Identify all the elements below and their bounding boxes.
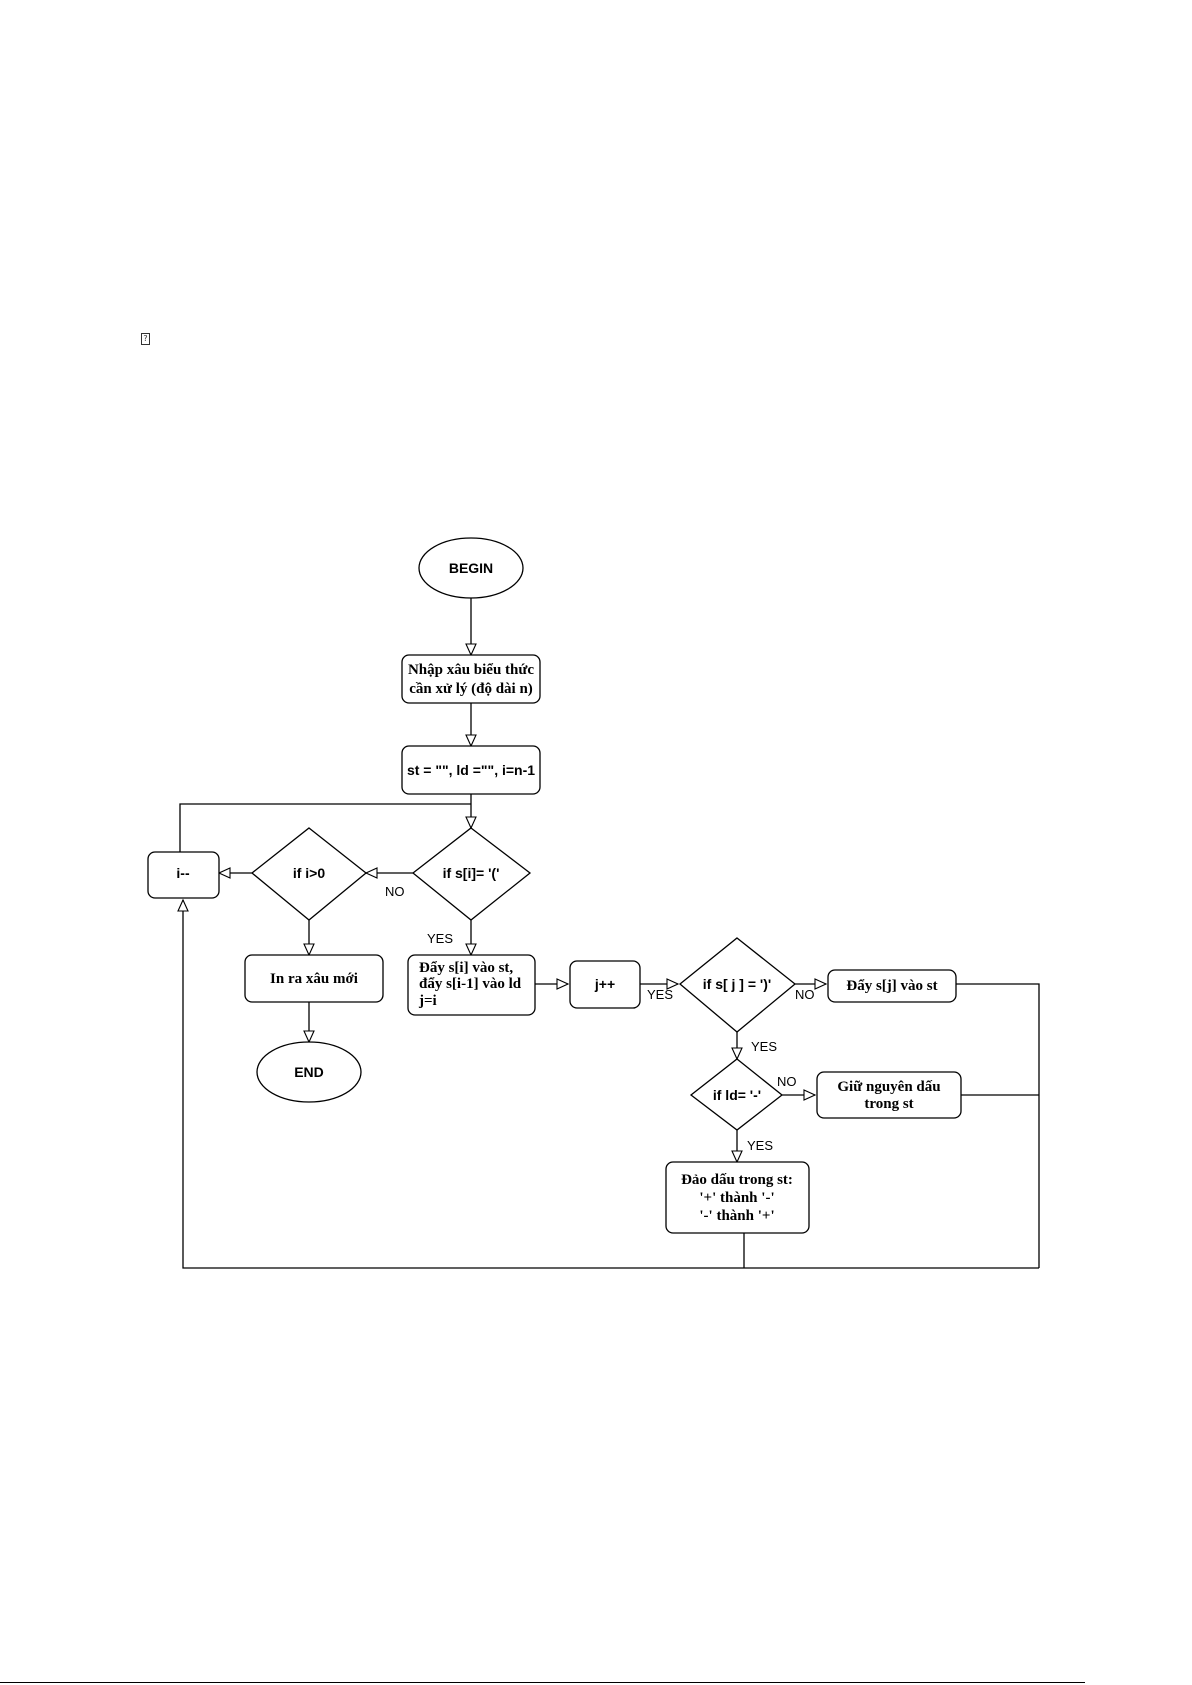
input-line-1: Nhập xâu biểu thức: [408, 662, 534, 678]
label-yes-ld: YES: [747, 1138, 773, 1153]
end-label: END: [294, 1064, 324, 1080]
dec-i-label: i--: [176, 865, 190, 881]
input-line-2: cần xử lý (độ dài n): [409, 681, 533, 697]
push-line-1: Đẩy s[i] vào st,: [419, 960, 513, 976]
keep-line-1: Giữ nguyên dấu: [837, 1079, 940, 1095]
label-yes-close-down: YES: [751, 1039, 777, 1054]
label-yes-close: YES: [647, 987, 673, 1002]
label-no-close: NO: [795, 987, 815, 1002]
cond-open-label: if s[i]= '(': [443, 865, 500, 881]
keep-line-2: trong st: [864, 1096, 913, 1112]
push-line-2: đẩy s[i-1] vào ld: [419, 976, 522, 992]
edge-pushj-bus: [956, 984, 1039, 1268]
begin-label: BEGIN: [449, 560, 493, 576]
flip-line-3: '-' thành '+': [699, 1208, 774, 1224]
flip-line-2: '+' thành '-': [699, 1190, 774, 1206]
inc-j-label: j++: [594, 976, 615, 992]
label-no-ld: NO: [777, 1074, 797, 1089]
push-j-label: Đẩy s[j] vào st: [846, 978, 937, 994]
label-no-open: NO: [385, 884, 405, 899]
init-label: st = "", ld ="", i=n-1: [407, 762, 535, 778]
cond-i-label: if i>0: [293, 865, 326, 881]
footer-rule: [0, 1682, 1085, 1683]
cond-close-label: if s[ j ] = ')': [703, 976, 772, 992]
cond-ld-label: if ld= '-': [713, 1087, 761, 1103]
push-line-3: j=i: [418, 993, 437, 1009]
flip-line-1: Đảo dấu trong st:: [681, 1172, 793, 1188]
label-yes-open: YES: [427, 931, 453, 946]
print-label: In ra xâu mới: [270, 971, 358, 987]
